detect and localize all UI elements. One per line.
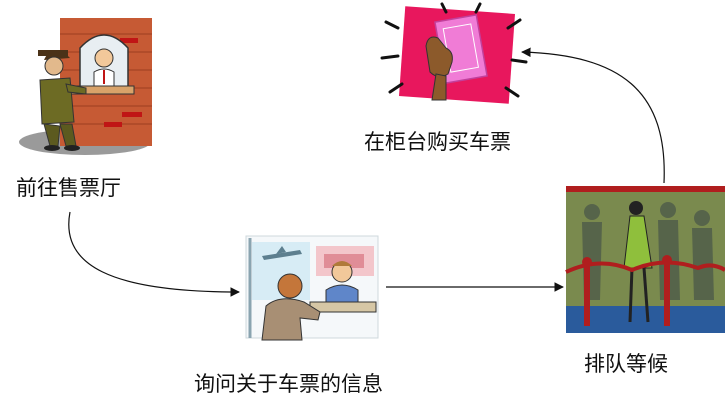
step-label-go-to-booth: 前往售票厅 xyxy=(16,176,121,200)
hand-holding-ticket-clipart xyxy=(380,2,528,104)
step-label-ask-ticket-info: 询问关于车票的信息 xyxy=(194,372,383,396)
arrow-queue-to-purchase xyxy=(521,47,665,184)
arrow-booth-to-inquiry xyxy=(68,211,240,297)
ticket-booth-clipart xyxy=(19,18,152,155)
step-label-wait-in-line: 排队等候 xyxy=(584,352,668,376)
queue-people-clipart xyxy=(565,186,725,333)
step-label-buy-ticket: 在柜台购买车票 xyxy=(364,130,511,154)
flow-arrows xyxy=(68,47,665,297)
travel-agent-counter-clipart xyxy=(245,235,379,341)
